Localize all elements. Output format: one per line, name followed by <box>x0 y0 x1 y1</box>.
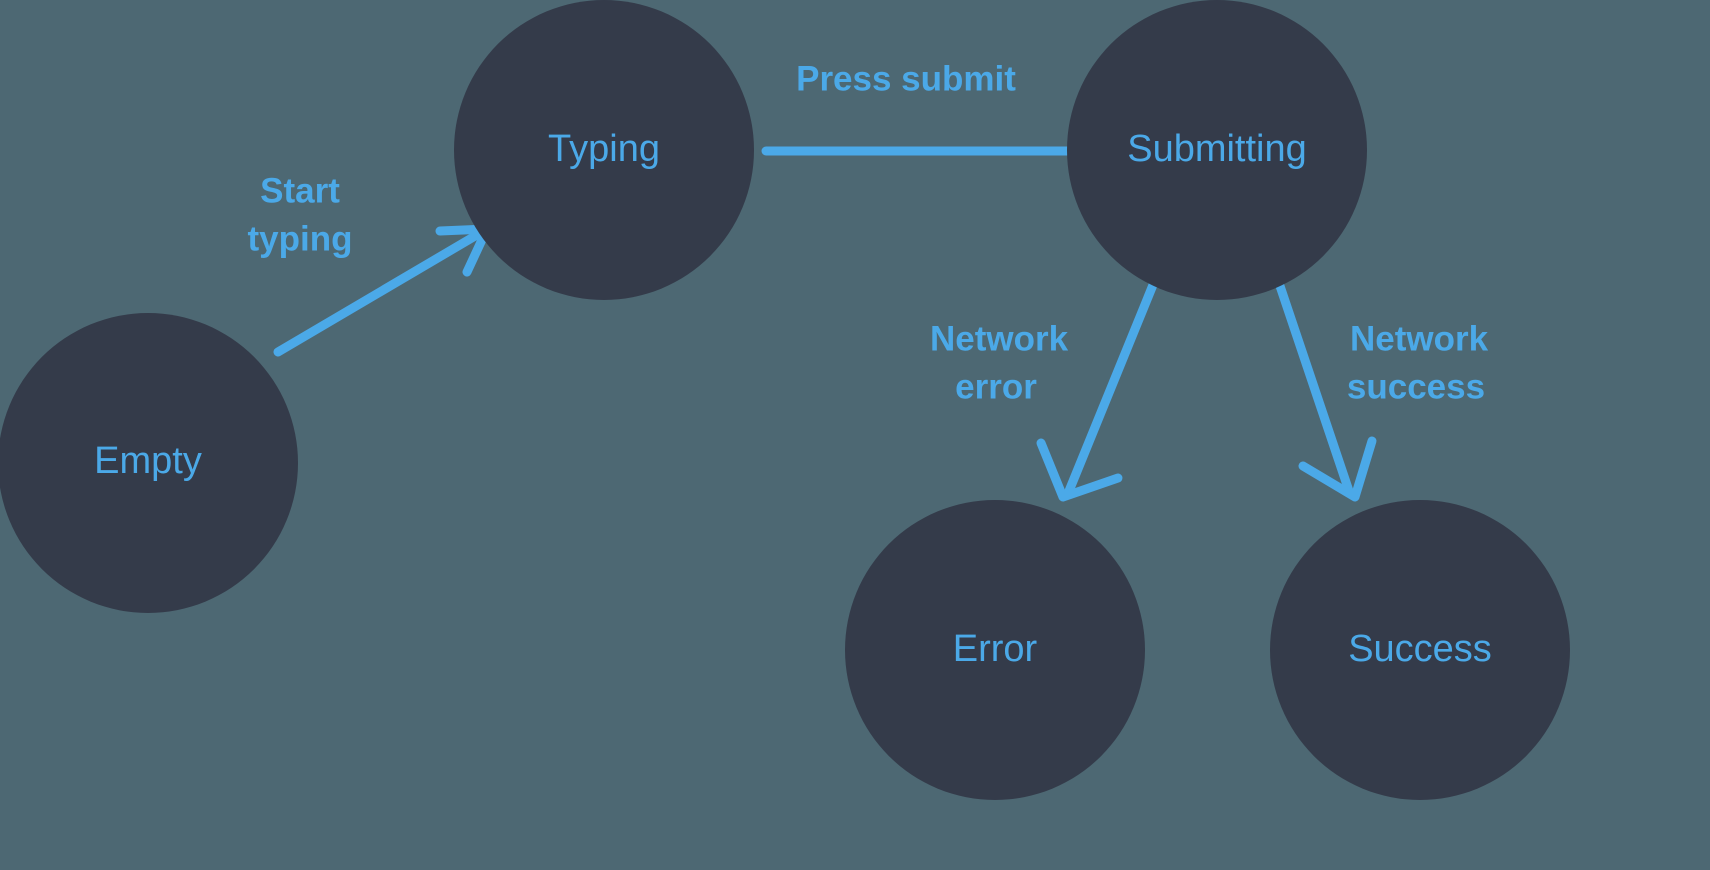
edge-label-submitting-to-error: Network error <box>930 319 1069 406</box>
edge-label-submitting-to-success: Network success <box>1347 319 1489 406</box>
node-success[interactable]: Success <box>1270 500 1570 800</box>
node-label-empty: Empty <box>94 440 202 482</box>
node-circle-typing[interactable] <box>454 0 754 300</box>
node-submitting[interactable]: Submitting <box>1067 0 1367 300</box>
edge-submitting-to-error <box>1036 275 1160 502</box>
node-circle-submitting[interactable] <box>1067 0 1367 300</box>
edge-line-submitting-to-success <box>1273 275 1354 496</box>
edge-label-typing-to-submitting: Press submit <box>796 59 1016 98</box>
edge-label-empty-to-typing: Start typing <box>248 171 353 258</box>
node-error[interactable]: Error <box>845 500 1145 800</box>
arrowhead-submitting-to-error <box>1036 438 1123 502</box>
node-circle-error[interactable] <box>845 500 1145 800</box>
edge-label-line-1: Press submit <box>796 59 1016 98</box>
edge-line-empty-to-typing <box>273 224 492 357</box>
edge-line-submitting-to-error <box>1064 275 1160 496</box>
edge-label-line-2: error <box>955 367 1037 406</box>
edge-submitting-to-success <box>1273 275 1377 502</box>
node-circle-empty[interactable] <box>0 313 298 613</box>
edge-label-line-2: success <box>1347 367 1485 406</box>
edge-label-line-1: Network <box>1350 319 1489 358</box>
edge-label-line-1: Network <box>930 319 1069 358</box>
node-label-error: Error <box>953 628 1038 670</box>
node-empty[interactable]: Empty <box>0 313 298 613</box>
node-label-success: Success <box>1348 628 1492 670</box>
node-circle-success[interactable] <box>1270 500 1570 800</box>
edge-label-line-1: Start <box>260 171 340 210</box>
node-label-submitting: Submitting <box>1127 128 1307 170</box>
edge-label-line-2: typing <box>248 219 353 258</box>
arrowhead-submitting-to-success <box>1298 436 1377 502</box>
node-typing[interactable]: Typing <box>454 0 754 300</box>
node-label-typing: Typing <box>548 128 660 170</box>
